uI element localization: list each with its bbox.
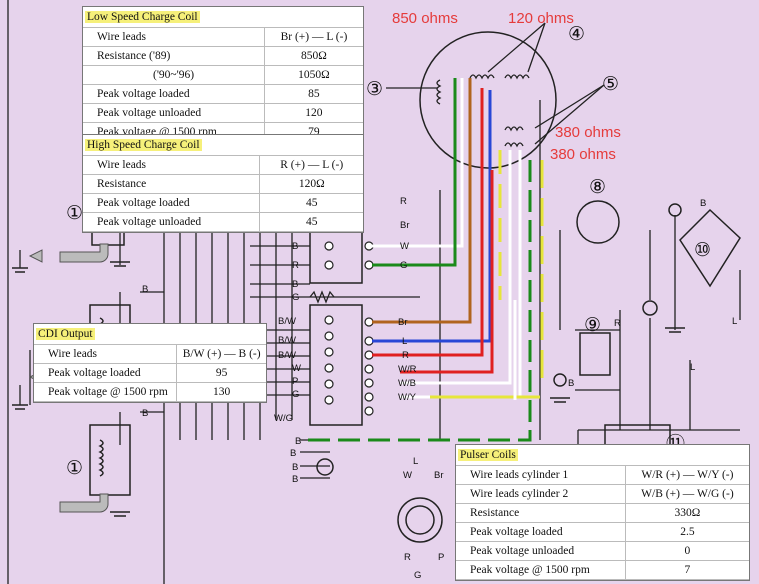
wire-label-wb: W/B: [398, 378, 416, 389]
wire-label-b-4: B: [290, 448, 296, 459]
wire-label-bw: B/W: [278, 316, 296, 327]
wire-label-b-2: B: [292, 279, 298, 290]
table-row: Resistance ('89)850Ω: [83, 46, 363, 66]
wire-label-br-2: Br: [398, 317, 408, 328]
wire-label-wy: W/Y: [398, 392, 417, 403]
wire-label-br: Br: [400, 220, 410, 231]
wire-label-l-2: L: [413, 456, 418, 467]
wire-label-w-2: W: [292, 363, 301, 374]
wire-label-b-5: B: [292, 462, 298, 473]
callout-9: ⑨: [584, 315, 601, 336]
wire-label-l-4: L: [690, 362, 695, 373]
callout-1-bottom: ①: [66, 458, 83, 479]
wire-label-r-4: R: [404, 552, 411, 563]
wire-label-b-9: B: [568, 378, 574, 389]
wire-label-g-3: G: [292, 389, 299, 400]
ohm-label-380-b: 380 ohms: [550, 146, 616, 163]
low-speed-title: Low Speed Charge Coil: [85, 11, 200, 23]
wire-label-p: P: [292, 376, 298, 387]
ohm-label-120: 120 ohms: [508, 10, 574, 27]
ohm-label-850: 850 ohms: [392, 10, 458, 27]
wire-label-wg: W/G: [274, 413, 293, 424]
wire-label-b-8: B: [142, 408, 148, 419]
wire-label-b: B: [292, 241, 298, 252]
callout-3: ③: [366, 79, 383, 100]
callout-10: ⑩: [694, 240, 711, 261]
wire-label-g-2: G: [400, 260, 407, 271]
wire-label-b-10: B: [700, 198, 706, 209]
wire-label-b-7: B: [142, 284, 148, 295]
callout-4: ④: [568, 24, 585, 45]
wire-label-w-3: W: [403, 470, 412, 481]
wire-label-b-3: B: [295, 436, 301, 447]
wire-label-r-5: R: [614, 318, 621, 329]
callout-5: ⑤: [602, 74, 619, 95]
table-row: ('90~'96)1050Ω: [83, 65, 363, 85]
callout-8: ⑧: [589, 177, 606, 198]
high-speed-title: High Speed Charge Coil: [85, 139, 202, 151]
wire-label-p-2: P: [438, 552, 444, 563]
pulser-title: Pulser Coils: [458, 449, 518, 461]
wire-label-bw-2: B/W: [278, 335, 296, 346]
callout-1-top: ①: [66, 203, 83, 224]
wire-label-wr: W/R: [398, 364, 417, 375]
wire-label-g-4: G: [414, 570, 421, 581]
wire-label-bw-3: B/W: [278, 350, 296, 361]
wire-label-r-3: R: [402, 350, 409, 361]
wire-label-l: L: [402, 336, 407, 347]
ohm-label-380-a: 380 ohms: [555, 124, 621, 141]
wire-label-l-3: L: [732, 316, 737, 327]
wire-label-r-2: R: [292, 260, 299, 271]
wire-label-g: G: [292, 292, 299, 303]
wire-label-br-3: Br: [434, 470, 444, 481]
wire-label-b-6: B: [292, 474, 298, 485]
cdi-title: CDI Output: [36, 328, 95, 340]
wire-label-r: R: [400, 196, 407, 207]
wire-label-w: W: [400, 241, 409, 252]
